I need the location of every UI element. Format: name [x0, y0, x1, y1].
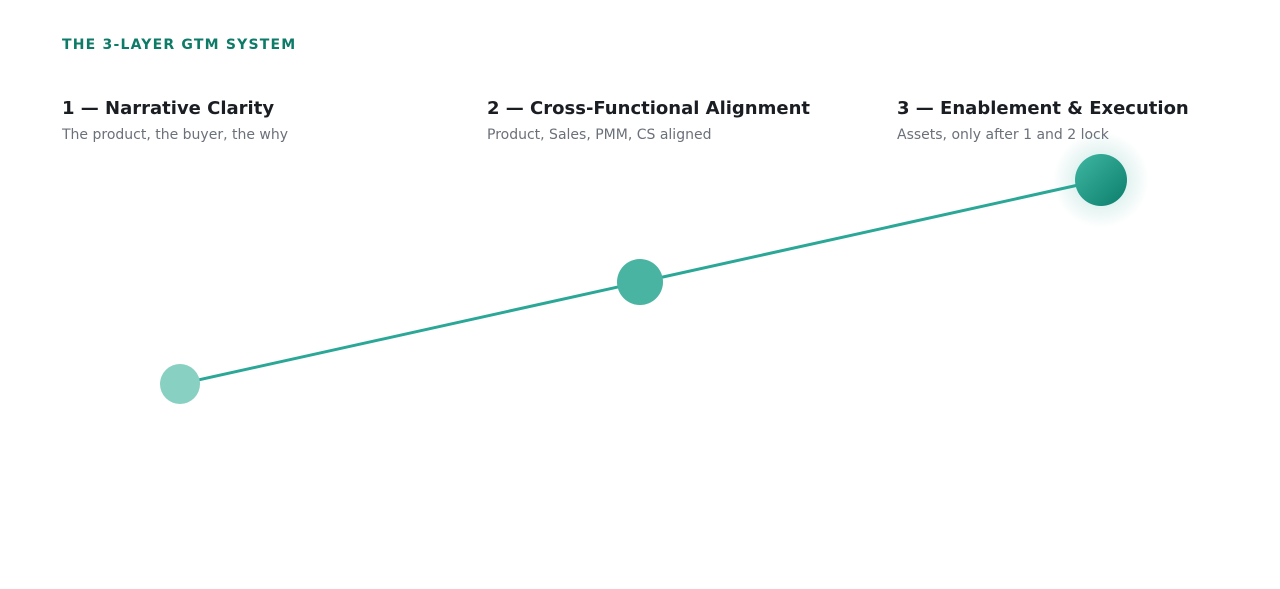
- layer-1-block: 1 — Narrative Clarity The product, the b…: [62, 97, 288, 144]
- layer-1-node: [160, 364, 200, 404]
- layer-3-description: Assets, only after 1 and 2 lock: [897, 127, 1109, 143]
- layer-2-title: 2 — Cross-Functional Alignment: [487, 98, 810, 119]
- layer-1-description: The product, the buyer, the why: [62, 127, 289, 143]
- layer-3-block: 3 — Enablement & Execution Assets, only …: [897, 97, 1189, 144]
- layer-3-node: [1075, 154, 1127, 206]
- layer-2-block: 2 — Cross-Functional Alignment Product, …: [487, 97, 810, 144]
- layer-2-node: [617, 259, 663, 305]
- layer-1-title: 1 — Narrative Clarity: [62, 98, 275, 119]
- section-eyebrow: THE 3-LAYER GTM SYSTEM: [62, 37, 297, 53]
- layer-3-title: 3 — Enablement & Execution: [897, 98, 1189, 119]
- layer-2-description: Product, Sales, PMM, CS aligned: [487, 127, 712, 143]
